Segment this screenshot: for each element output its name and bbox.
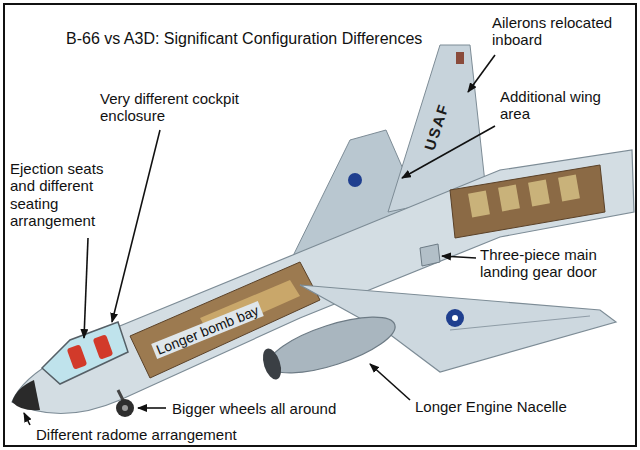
callout-label: Three-piece main landing gear door bbox=[480, 246, 625, 281]
callout-label: Ailerons relocated inboard bbox=[492, 14, 634, 49]
diagram-title: B-66 vs A3D: Significant Configuration D… bbox=[66, 30, 422, 48]
callout-label: Different radome arrangement bbox=[36, 426, 237, 443]
callout-label: Additional wing area bbox=[500, 88, 610, 123]
callout-label: Very different cockpit enclosure bbox=[100, 90, 240, 125]
callout-label: Ejection seats and different seating arr… bbox=[10, 160, 130, 229]
callout-label: Bigger wheels all around bbox=[172, 400, 336, 417]
callout-label: Longer Engine Nacelle bbox=[415, 398, 567, 415]
